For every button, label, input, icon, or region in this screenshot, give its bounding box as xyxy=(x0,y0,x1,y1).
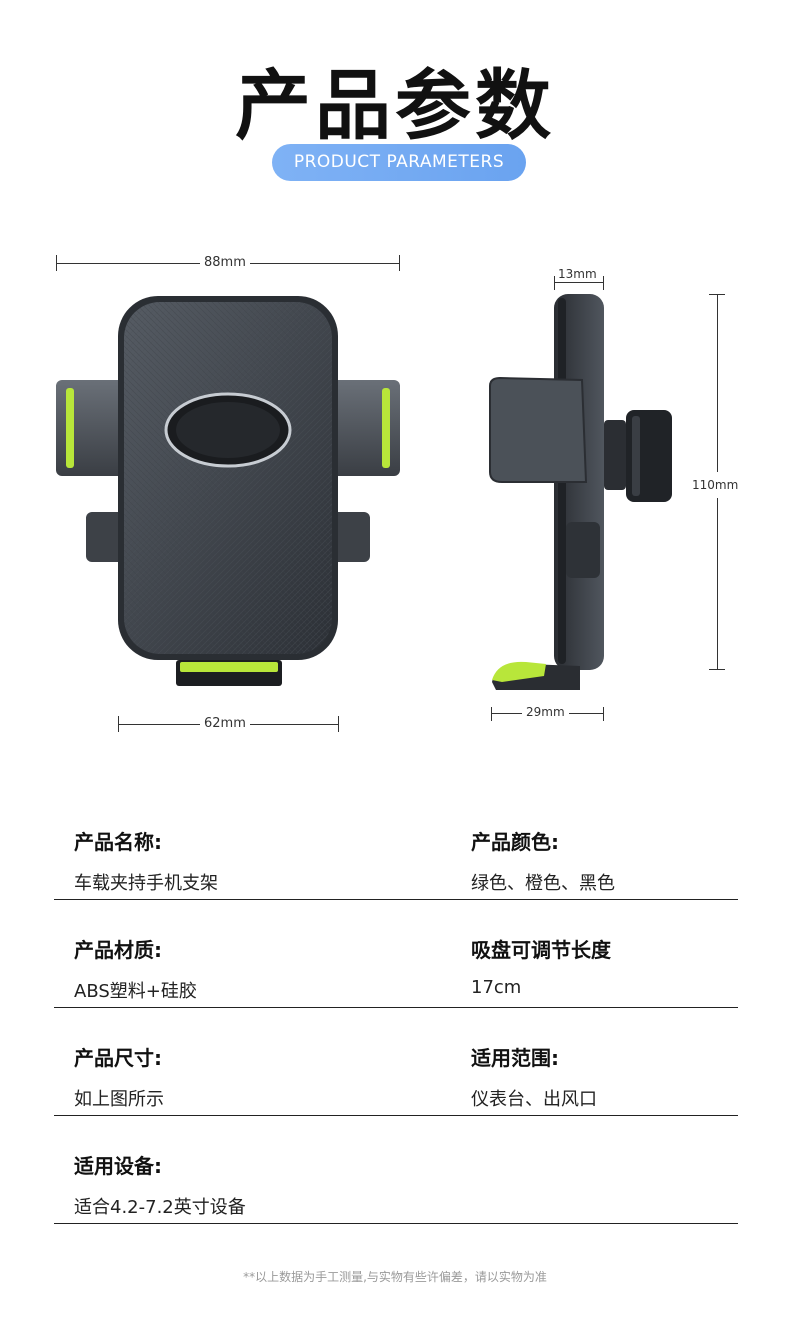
dim-tick xyxy=(338,716,339,732)
spec-cell: 产品名称: 车载夹持手机支架 xyxy=(74,826,218,895)
spec-cell: 产品尺寸: 如上图所示 xyxy=(74,1042,164,1111)
dim-line-top-depth xyxy=(554,282,604,283)
spec-cell: 适用范围: 仪表台、出风口 xyxy=(471,1042,597,1111)
page-title: 产品参数 xyxy=(235,61,555,150)
dim-label-top-depth: 13mm xyxy=(556,267,599,281)
spec-value: 适合4.2-7.2英寸设备 xyxy=(74,1197,246,1218)
spec-cell: 产品材质: ABS塑料+硅胶 xyxy=(74,934,197,1003)
dim-label-bottom-depth: 29mm xyxy=(522,705,569,719)
dim-tick xyxy=(709,669,725,670)
spec-label: 产品材质: xyxy=(74,938,162,962)
footnote: **以上数据为手工测量,与实物有些许偏差，请以实物为准 xyxy=(243,1270,547,1284)
spec-value: ABS塑料+硅胶 xyxy=(74,981,197,1002)
spec-row: 产品名称: 车载夹持手机支架 产品颜色: 绿色、橙色、黑色 xyxy=(54,792,738,900)
dim-tick xyxy=(554,276,555,290)
spec-label: 适用设备: xyxy=(74,1154,162,1178)
dim-tick xyxy=(118,716,119,732)
spec-label: 适用范围: xyxy=(471,1046,559,1070)
spec-table: 产品名称: 车载夹持手机支架 产品颜色: 绿色、橙色、黑色 产品材质: ABS塑… xyxy=(54,792,738,1224)
dim-label-top-width: 88mm xyxy=(200,255,250,270)
spec-label: 产品尺寸: xyxy=(74,1046,162,1070)
dim-tick xyxy=(709,294,725,295)
spec-cell: 吸盘可调节长度 17cm xyxy=(471,934,611,998)
dim-tick xyxy=(56,255,57,271)
spec-label: 吸盘可调节长度 xyxy=(471,938,611,962)
dim-tick xyxy=(491,707,492,721)
spec-row: 产品尺寸: 如上图所示 适用范围: 仪表台、出风口 xyxy=(54,1008,738,1116)
dim-label-bottom-width: 62mm xyxy=(200,716,250,731)
dim-tick xyxy=(603,276,604,290)
spec-cell: 产品颜色: 绿色、橙色、黑色 xyxy=(471,826,615,895)
front-view-image xyxy=(56,296,400,686)
spec-label: 产品名称: xyxy=(74,830,162,854)
spec-value: 车载夹持手机支架 xyxy=(74,873,218,894)
spec-value: 17cm xyxy=(471,977,522,998)
spec-cell: 适用设备: 适合4.2-7.2英寸设备 xyxy=(74,1150,246,1219)
spec-label: 产品颜色: xyxy=(471,830,559,854)
spec-value: 绿色、橙色、黑色 xyxy=(471,873,615,894)
side-view-image xyxy=(489,294,672,690)
dim-tick xyxy=(399,255,400,271)
dim-label-height: 110mm xyxy=(690,472,741,498)
spec-value: 仪表台、出风口 xyxy=(471,1089,597,1110)
spec-row: 适用设备: 适合4.2-7.2英寸设备 xyxy=(54,1116,738,1224)
spec-row: 产品材质: ABS塑料+硅胶 吸盘可调节长度 17cm xyxy=(54,900,738,1008)
spec-value: 如上图所示 xyxy=(74,1089,164,1110)
dim-tick xyxy=(603,707,604,721)
subtitle-badge: PRODUCT PARAMETERS xyxy=(272,144,526,181)
